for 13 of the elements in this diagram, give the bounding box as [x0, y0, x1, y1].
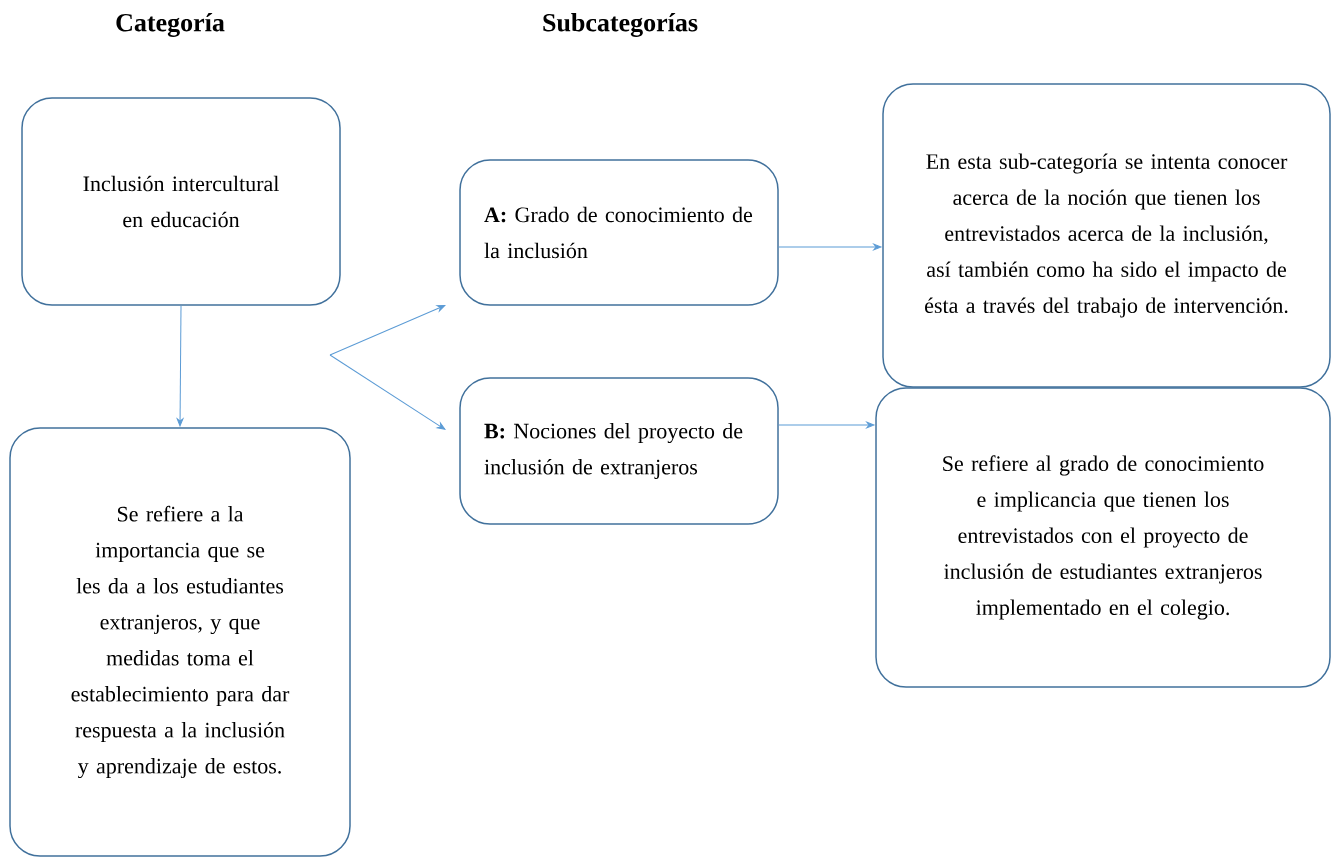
arrow — [329, 354, 446, 430]
arrow — [329, 305, 446, 356]
text-box: A: Grado de conocimiento de la inclusión — [459, 159, 779, 306]
arrow — [778, 421, 875, 429]
text-box: En esta sub-categoría se intenta conocer acerca de la noción que tienen los entrevistados acerca de la inclusión, así también como ha sido el impacto de ésta a través del trabajo de intervención. — [882, 83, 1331, 388]
text-box: Inclusión intercultural en educación — [21, 97, 341, 306]
text-box: Se refiere al grado de conocimiento e implicancia que tienen los entrevistados con el proyecto de inclusión de estudiantes extranjeros implementado en el colegio. — [875, 387, 1331, 688]
column-heading: Categoría — [116, 13, 225, 37]
arrow — [176, 305, 184, 427]
text-box: Se refiere a la importancia que se les da a los estudiantes extranjeros, y que medidas toma el establecimiento para dar respuesta a la inclusión y aprendizaje de estos. — [9, 427, 351, 857]
text-box: B: Nociones del proyecto de inclusión de extranjeros — [459, 377, 779, 525]
column-heading: Subcategorías — [543, 13, 698, 37]
arrow — [778, 243, 882, 251]
